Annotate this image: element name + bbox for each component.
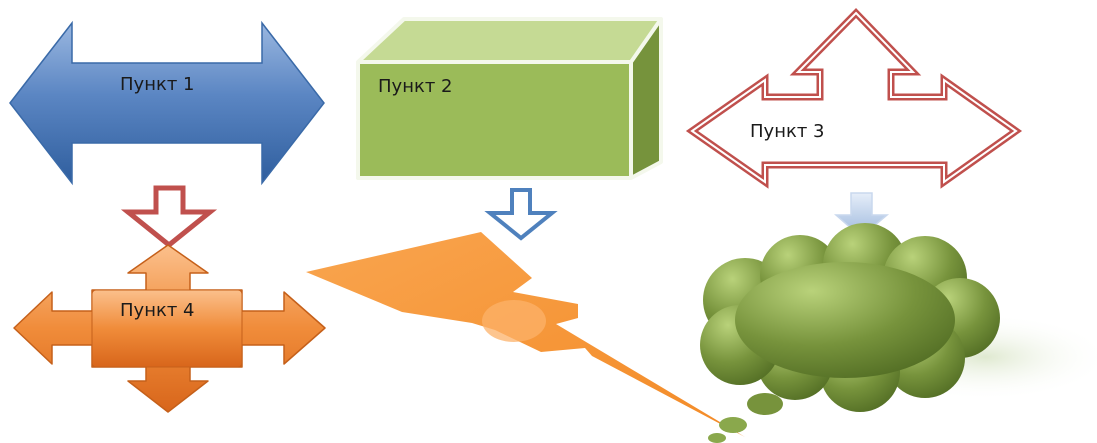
item2-label: Пункт 2: [378, 76, 453, 97]
cube-top-face: [358, 19, 661, 62]
up-left-right-arrow-inner-line: [690, 11, 1018, 184]
cube-icon: [358, 62, 631, 178]
lightning-highlight: [482, 300, 546, 342]
down-arrow-icon: [484, 188, 558, 241]
cloud-bubble-large: [747, 393, 783, 415]
cube-outline: [356, 17, 663, 180]
item1-label: Пункт 1: [120, 74, 195, 95]
cube-side-face: [631, 19, 661, 178]
cloud-bubble-medium: [719, 417, 747, 433]
connector-arrow-1: [120, 185, 218, 249]
quad-arrow-center: [91, 289, 243, 368]
item1-shape: Пункт 1: [9, 20, 325, 186]
cloud-bubble-small: [708, 433, 726, 443]
item2-shape: Пункт 2: [356, 17, 663, 180]
item4-shape: Пункт 4: [13, 244, 326, 413]
cloud-callout-icon: [700, 223, 1000, 412]
down-arrow-icon: [120, 185, 218, 249]
item3-shape: Пункт 3: [685, 7, 1023, 189]
left-right-arrow-icon: [9, 20, 325, 186]
lightning-shape: [306, 232, 745, 437]
item3-label: Пункт 3: [750, 121, 825, 142]
cloud-callout: [700, 223, 1097, 443]
connector-arrow-2: [484, 188, 558, 241]
item4-label: Пункт 4: [120, 300, 195, 321]
